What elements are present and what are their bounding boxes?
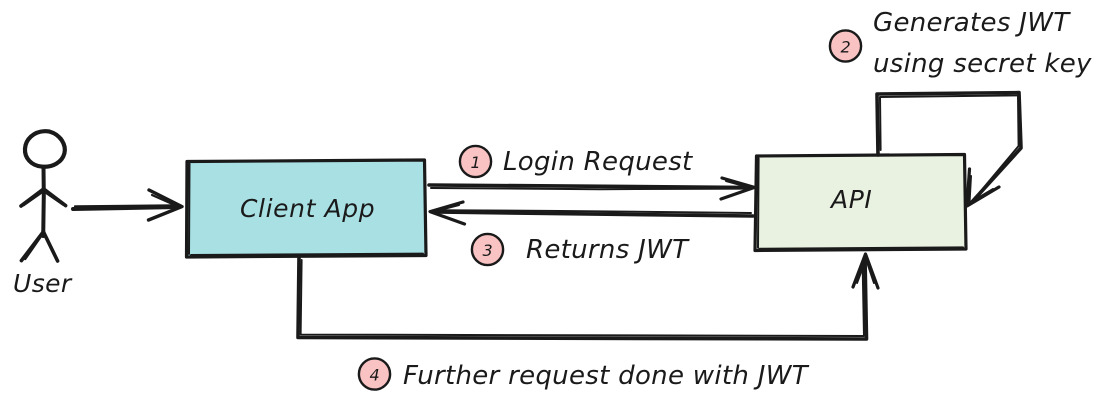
- step-3-label: Returns JWT: [526, 235, 690, 265]
- edge-client-to-api-bottom: [296, 252, 880, 341]
- edge-user-to-client: [71, 188, 184, 222]
- client-app-box[interactable]: [184, 158, 428, 259]
- edge-api-to-client: [428, 200, 755, 226]
- api-box-sketch-edge: [757, 157, 964, 250]
- edge-api-to-client-arrowhead-2: [432, 204, 460, 213]
- edge-client-to-api-bottom-path: [296, 255, 869, 341]
- edge-client-to-api: [427, 176, 757, 201]
- step-4-number: 4: [370, 366, 380, 385]
- user-body-line: [41, 164, 46, 238]
- user-head-sketch-overlay-2: [59, 137, 67, 163]
- step-2-number: 2: [841, 38, 851, 57]
- user-actor: User: [13, 129, 73, 298]
- api-node[interactable]: API: [753, 152, 968, 253]
- edge-client-to-api-arrowhead-2: [725, 180, 753, 190]
- user-right-leg: [41, 230, 60, 263]
- edge-client-to-api-bottom-arrowhead-2: [856, 258, 875, 284]
- step-3-number: 3: [483, 241, 493, 260]
- client-app-label: Client App: [240, 194, 375, 223]
- edge-client-to-api-line-2: [430, 187, 751, 191]
- client-app-node[interactable]: Client App: [184, 158, 428, 259]
- step-4-badge: [357, 357, 392, 391]
- edge-api-self-loop-arrowhead-2: [968, 175, 994, 204]
- step-returns-jwt: 3 Returns JWT: [470, 232, 690, 267]
- edge-user-to-client-arrowhead-2: [150, 193, 182, 209]
- step-1-badge: [458, 144, 493, 179]
- edge-api-self-loop-path-sketch: [879, 94, 1020, 199]
- edge-api-self-loop-arrowhead: [965, 167, 1001, 208]
- step-2-label-line2: using secret key: [873, 49, 1092, 79]
- edge-client-to-api-bottom-arrowhead: [851, 252, 880, 290]
- api-label: API: [829, 185, 872, 214]
- edge-client-to-api-arrowhead: [719, 176, 757, 201]
- edge-api-to-client-line: [433, 210, 755, 218]
- user-head-sketch-overlay: [24, 141, 36, 166]
- edge-api-self-loop: [875, 90, 1023, 208]
- edge-user-to-client-line: [71, 205, 180, 211]
- step-3-badge: [470, 232, 505, 267]
- api-box[interactable]: [753, 152, 968, 253]
- step-2-label-line1: Generates JWT: [873, 8, 1071, 38]
- edge-user-to-client-arrowhead: [146, 188, 184, 222]
- edge-api-to-client-line-2: [436, 209, 752, 214]
- user-right-arm-2: [43, 190, 65, 206]
- edge-client-to-api-bottom-sketch: [299, 259, 865, 337]
- step-generates-jwt: 2 Generates JWT using secret key: [828, 8, 1092, 79]
- edge-api-self-loop-path: [875, 90, 1023, 205]
- step-1-number: 1: [471, 153, 481, 172]
- step-further-request: 4 Further request done with JWT: [357, 357, 810, 391]
- user-label: User: [13, 269, 73, 298]
- edge-client-to-api-line: [427, 183, 754, 190]
- step-2-badge: [828, 29, 863, 63]
- edge-user-to-client-line-2: [73, 204, 178, 208]
- edge-api-to-client-arrowhead: [428, 200, 467, 226]
- step-login-request: 1 Login Request: [458, 144, 693, 179]
- client-app-box-sketch-edge: [188, 162, 424, 256]
- user-left-leg-2: [24, 233, 44, 261]
- step-4-label: Further request done with JWT: [403, 361, 810, 391]
- step-1-label: Login Request: [503, 147, 693, 177]
- user-left-arm-2: [22, 190, 45, 207]
